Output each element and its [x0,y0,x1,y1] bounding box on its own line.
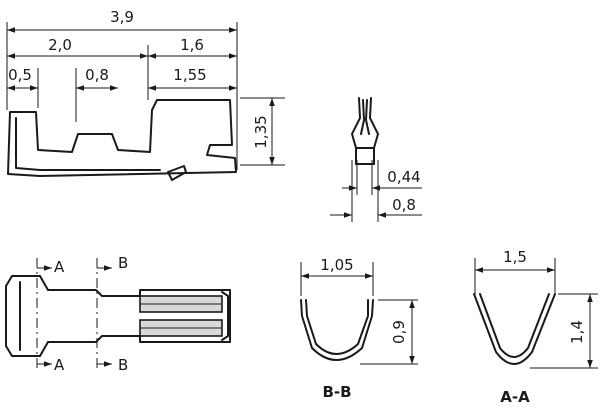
dim-bb-height: 0,9 [390,320,408,344]
section-bb-dimension-lines [301,273,415,364]
dim-aa-height: 1,4 [568,320,586,344]
section-aa-v-profile-outer [473,293,556,365]
section-b-label-top: B [118,254,128,272]
dim-front-section: 2,0 [48,36,72,54]
section-bb-extension-lines [300,262,418,365]
end-view-box [355,147,375,165]
section-b-label-bottom: B [118,356,128,374]
dim-rear-crimp: 1,55 [173,66,206,84]
dim-height: 1,35 [252,115,270,148]
end-view-dimension-lines [330,185,422,218]
section-line-a [36,258,52,372]
section-a-label-top: A [54,258,65,276]
section-aa-dimension-lines [475,267,593,368]
dim-inner-width: 0,44 [387,168,420,186]
section-bb: 1,05 0,9 B-B [300,256,418,401]
section-aa-extension-lines [474,258,598,369]
side-view: 3,9 2,0 1,6 0,5 0,8 1,55 1,35 [6,8,285,181]
dim-aa-width: 1,5 [503,248,527,266]
section-bb-u-profile-inner [305,299,369,355]
top-view: A A B B [5,254,231,374]
end-view-extension-lines [351,160,379,222]
end-view: 0,44 0,8 [330,97,422,222]
section-aa: 1,5 1,4 A-A [473,248,598,406]
top-view-outline [5,275,231,357]
dim-outer-width: 0,8 [392,196,416,214]
section-aa-title: A-A [500,388,530,406]
top-view-tip [221,291,229,341]
terminal-tab [167,165,187,181]
side-view-dimension-lines [7,27,275,165]
dim-middle-gap: 0,8 [85,66,109,84]
section-line-b [96,258,112,372]
end-view-inner-spring [360,99,370,135]
dim-front-lip: 0,5 [8,66,32,84]
section-aa-v-profile-inner [479,293,550,358]
terminal-side-profile [7,99,237,177]
section-bb-u-profile-outer [300,299,374,361]
section-bb-title: B-B [322,383,351,401]
section-a-label-bottom: A [54,356,65,374]
dim-bb-width: 1,05 [320,256,353,274]
terminal-side-inner-line [15,117,161,171]
dim-rear-section: 1,6 [180,36,204,54]
dim-overall-length: 3,9 [110,8,134,26]
